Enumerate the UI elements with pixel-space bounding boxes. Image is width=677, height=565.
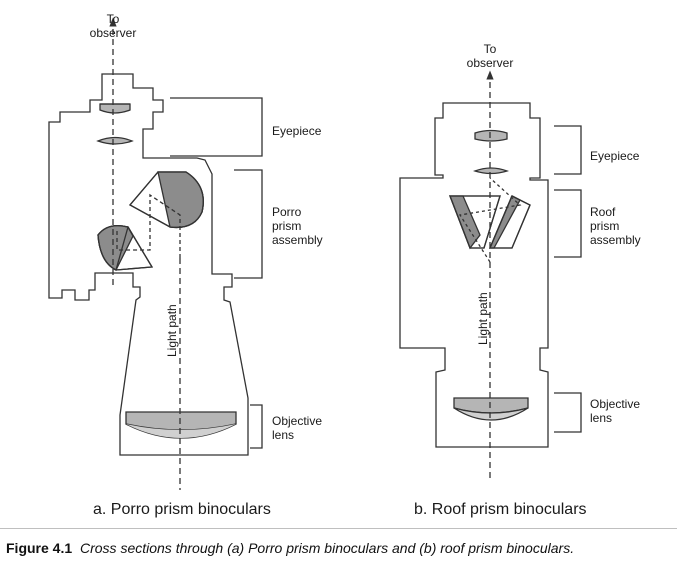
roof-eyepiece-bracket [554,125,582,175]
roof-labels: To observer Eyepiece Roof prism assembly… [414,42,641,518]
porro-labels: To observer Eyepiece Porro prism assembl… [90,12,323,518]
porro-body-outline [48,73,249,456]
porro-objective-label-1: Objective [272,414,322,428]
porro-objective-bracket [250,404,263,449]
porro-prism-label-1: Porro [272,205,302,219]
porro-observer-label: observer [90,26,137,40]
porro-prism-label-3: assembly [272,233,323,247]
roof-objective-label-2: lens [590,411,612,425]
porro-eyepiece-lens-2 [96,136,134,145]
porro-eyepiece-bracket [170,97,263,157]
roof-prism-label-3: assembly [590,233,641,247]
porro-to-label: To [107,12,120,26]
roof-prism-light-path [458,177,522,263]
porro-eyepiece-label: Eyepiece [272,124,322,138]
caption-divider [0,528,677,529]
figure-number: Figure 4.1 [6,540,72,556]
porro-prism-bracket [234,169,263,279]
figure-caption-text: Cross sections through (a) Porro prism b… [80,540,574,556]
porro-eyepiece-lens-1 [99,103,131,114]
roof-light-path-label: Light path [476,292,490,345]
roof-subcaption: b. Roof prism binoculars [414,501,587,518]
roof-diagram [399,70,582,478]
porro-objective-label-2: lens [272,428,294,442]
roof-eyepiece-lens-1 [474,129,508,142]
porro-subcaption: a. Porro prism binoculars [93,501,271,518]
roof-prism-label-2: prism [590,219,619,233]
roof-eyepiece-lens-2 [472,167,510,175]
porro-prism-label-2: prism [272,219,301,233]
porro-diagram [48,17,263,490]
porro-light-path-label: Light path [165,304,179,357]
roof-prism-label-1: Roof [590,205,616,219]
figure-caption: Figure 4.1 Cross sections through (a) Po… [6,540,574,556]
roof-body-outline [399,102,549,448]
roof-objective-bracket [554,392,582,433]
roof-observer-label: observer [467,56,514,70]
roof-objective-label-1: Objective [590,397,640,411]
porro-prism-light-path [116,193,181,258]
roof-prism-bracket [554,189,582,258]
roof-eyepiece-label: Eyepiece [590,149,640,163]
roof-to-label: To [484,42,497,56]
